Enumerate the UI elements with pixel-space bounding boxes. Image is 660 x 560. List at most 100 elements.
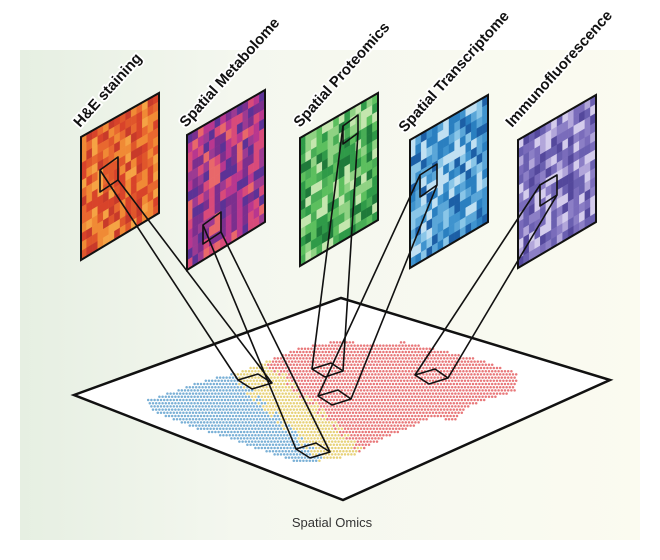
tissue-spot	[490, 389, 494, 392]
tissue-spot	[314, 446, 318, 450]
tissue-spot	[228, 401, 232, 405]
tissue-spot	[364, 411, 368, 415]
tissue-spot	[345, 405, 348, 408]
tissue-spot	[306, 398, 310, 402]
tissue-spot	[330, 382, 334, 386]
tissue-spot	[356, 357, 360, 360]
tissue-spot	[457, 366, 460, 370]
tissue-spot	[436, 389, 440, 392]
tissue-spot	[308, 376, 312, 379]
tissue-spot	[410, 363, 414, 367]
tissue-spot	[228, 433, 232, 437]
tissue-spot	[510, 369, 513, 373]
tissue-spot	[406, 366, 409, 370]
tissue-spot	[350, 350, 353, 354]
tissue-spot	[350, 401, 353, 405]
tissue-spot	[423, 414, 427, 418]
tissue-spot	[242, 437, 246, 440]
tissue-spot	[300, 417, 304, 421]
tissue-spot	[282, 453, 286, 456]
tissue-spot	[210, 411, 214, 415]
tissue-spot	[292, 350, 296, 354]
tissue-spot	[361, 443, 364, 447]
tissue-spot	[222, 433, 225, 437]
tissue-spot	[308, 363, 312, 367]
tissue-spot	[335, 398, 339, 402]
tissue-spot	[233, 392, 236, 395]
tissue-spot	[271, 405, 275, 408]
tissue-spot	[318, 369, 321, 373]
tissue-spot	[383, 392, 387, 395]
tissue-spot	[265, 392, 268, 395]
tissue-spot	[311, 395, 315, 399]
tissue-spot	[242, 405, 246, 408]
tissue-spot	[340, 421, 344, 424]
tissue-spot	[310, 430, 313, 434]
tissue-spot	[201, 392, 204, 395]
tissue-spot	[465, 376, 468, 379]
tissue-spot	[322, 373, 326, 376]
tissue-spot	[311, 408, 315, 411]
tissue-spot	[314, 433, 318, 437]
tissue-spot	[388, 421, 392, 424]
tissue-spot	[290, 360, 294, 363]
tissue-spot	[391, 401, 395, 405]
tissue-spot	[190, 389, 193, 392]
tissue-spot	[225, 376, 228, 379]
tissue-spot	[390, 373, 393, 376]
tissue-spot	[170, 414, 174, 418]
tissue-spot	[348, 385, 352, 389]
tissue-spot	[486, 373, 489, 376]
tissue-spot	[454, 392, 457, 395]
tissue-spot	[473, 373, 476, 376]
tissue-spot	[185, 411, 188, 415]
tissue-spot	[470, 373, 473, 376]
tissue-spot	[210, 417, 214, 421]
tissue-spot	[279, 382, 283, 386]
tissue-spot	[345, 392, 348, 395]
tissue-spot	[366, 376, 369, 379]
tissue-spot	[354, 373, 358, 376]
tissue-spot	[247, 433, 251, 437]
tissue-spot	[212, 401, 216, 405]
tissue-spot	[223, 392, 227, 395]
tissue-spot	[298, 421, 302, 424]
tissue-spot	[262, 405, 265, 408]
tissue-spot	[239, 417, 243, 421]
tissue-spot	[391, 421, 395, 424]
tissue-spot	[295, 401, 299, 405]
tissue-spot	[428, 360, 432, 363]
tissue-spot	[343, 408, 347, 411]
tissue-spot	[420, 414, 424, 418]
tissue-spot	[364, 430, 368, 434]
tissue-spot	[337, 446, 340, 450]
tissue-spot	[258, 379, 262, 383]
tissue-spot	[337, 363, 340, 367]
tissue-spot	[190, 401, 193, 405]
tissue-spot	[452, 363, 456, 367]
tissue-spot	[286, 446, 289, 450]
tissue-spot	[263, 414, 267, 418]
tissue-spot	[398, 357, 401, 360]
tissue-spot	[246, 443, 249, 447]
tissue-spot	[335, 417, 339, 421]
tissue-spot	[420, 350, 424, 354]
tissue-spot	[286, 414, 289, 418]
tissue-spot	[172, 392, 176, 395]
tissue-spot	[359, 440, 363, 443]
tissue-spot	[327, 382, 331, 386]
tissue-spot	[407, 401, 411, 405]
tissue-spot	[399, 373, 403, 376]
tissue-spot	[465, 382, 468, 386]
tissue-spot	[417, 382, 420, 386]
tissue-spot	[359, 363, 363, 367]
tissue-spot	[342, 379, 345, 383]
tissue-spot	[186, 401, 190, 405]
tissue-spot	[310, 360, 313, 363]
tissue-spot	[210, 430, 214, 434]
tissue-spot	[366, 401, 369, 405]
tissue-spot	[246, 437, 249, 440]
tissue-spot	[327, 427, 331, 431]
tissue-spot	[226, 385, 230, 389]
tissue-spot	[409, 392, 412, 395]
